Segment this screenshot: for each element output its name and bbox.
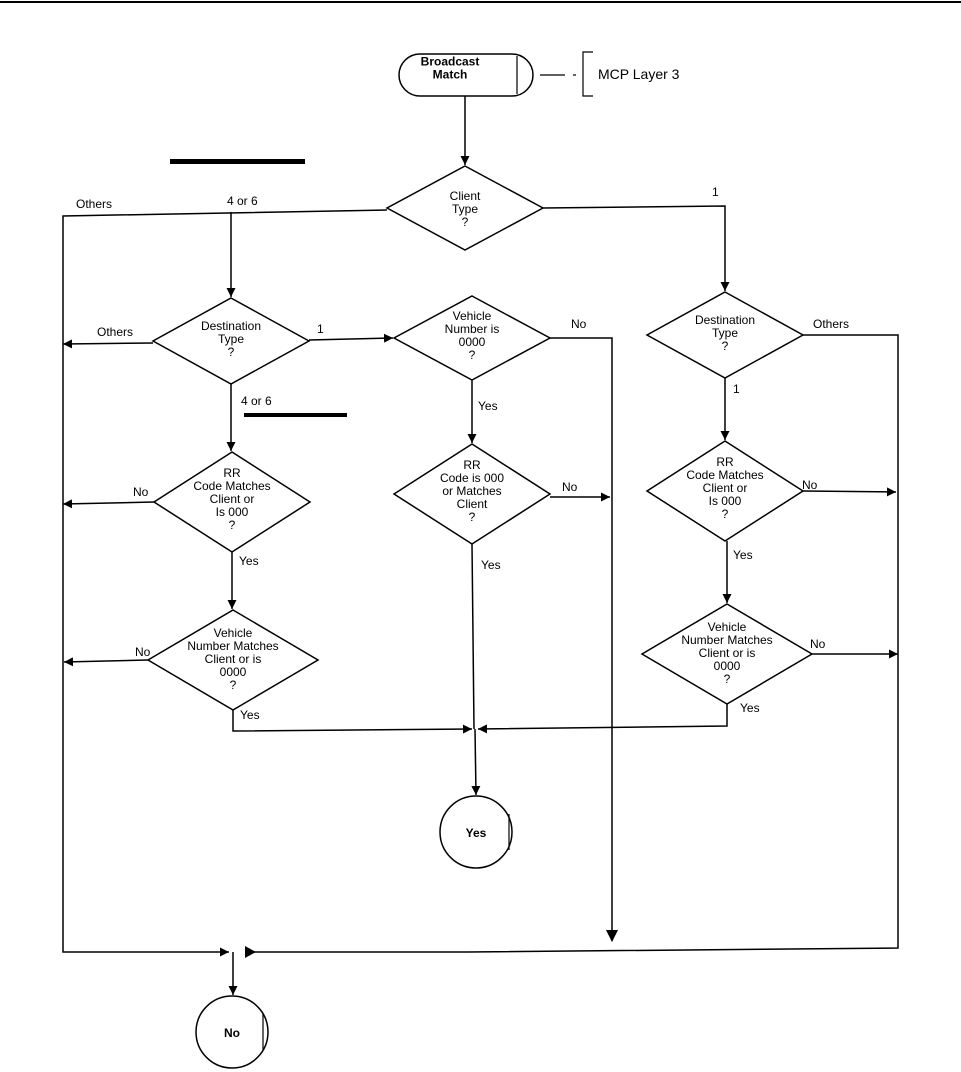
label-vr-no: No [810, 637, 826, 651]
edge-vl-no [63, 657, 149, 667]
label-rrl-no: No [133, 485, 149, 499]
label-vr-yes: Yes [740, 701, 760, 715]
connectors [62, 96, 899, 995]
edge-vn-no [550, 337, 613, 941]
label-client-4or6: 4 or 6 [227, 194, 258, 208]
edge-rrr-no [802, 487, 897, 497]
layer-annotation: MCP Layer 3 [540, 51, 680, 97]
edge-rrl-no [62, 499, 155, 509]
label-dl-others: Others [97, 325, 133, 339]
end-yes-terminal: Yes [439, 795, 513, 869]
decorative-bar [170, 159, 305, 164]
label-rrm-no: No [562, 480, 578, 494]
edge-client-1 [542, 205, 730, 291]
label-rrr-yes: Yes [733, 548, 753, 562]
label-vn-yes: Yes [478, 399, 498, 413]
label-dl-1: 1 [317, 322, 324, 336]
decorative-bar [244, 413, 347, 417]
label-vl-no: No [135, 645, 151, 659]
edge-vr-yes [477, 704, 728, 734]
edge-client-others [62, 209, 388, 957]
label-dr-others: Others [813, 317, 849, 331]
end-no-label: No [224, 1026, 240, 1040]
label-dl-4or6: 4 or 6 [241, 394, 272, 408]
label-rrr-no: No [802, 478, 818, 492]
end-yes-label: Yes [466, 826, 487, 840]
label-client-others: Others [76, 197, 112, 211]
label-vl-yes: Yes [240, 708, 260, 722]
label-vn-no: No [571, 317, 587, 331]
edge-dl-1 [308, 333, 394, 343]
label-rrl-yes: Yes [239, 554, 259, 568]
edge-dl-others [62, 339, 154, 349]
end-no-terminal: No [195, 995, 269, 1069]
edge-vl-yes [232, 710, 473, 734]
layer-annotation-label: MCP Layer 3 [598, 66, 680, 82]
edge-dr-others [467, 334, 899, 953]
label-rrm-yes: Yes [481, 558, 501, 572]
edge-rrm-yes [471, 543, 475, 730]
edge-labels: Others 4 or 6 1 Others 1 4 or 6 No Yes O… [76, 185, 849, 722]
edge-junction-yes [471, 728, 481, 796]
label-client-1: 1 [712, 185, 719, 199]
label-dr-1: 1 [733, 382, 740, 396]
